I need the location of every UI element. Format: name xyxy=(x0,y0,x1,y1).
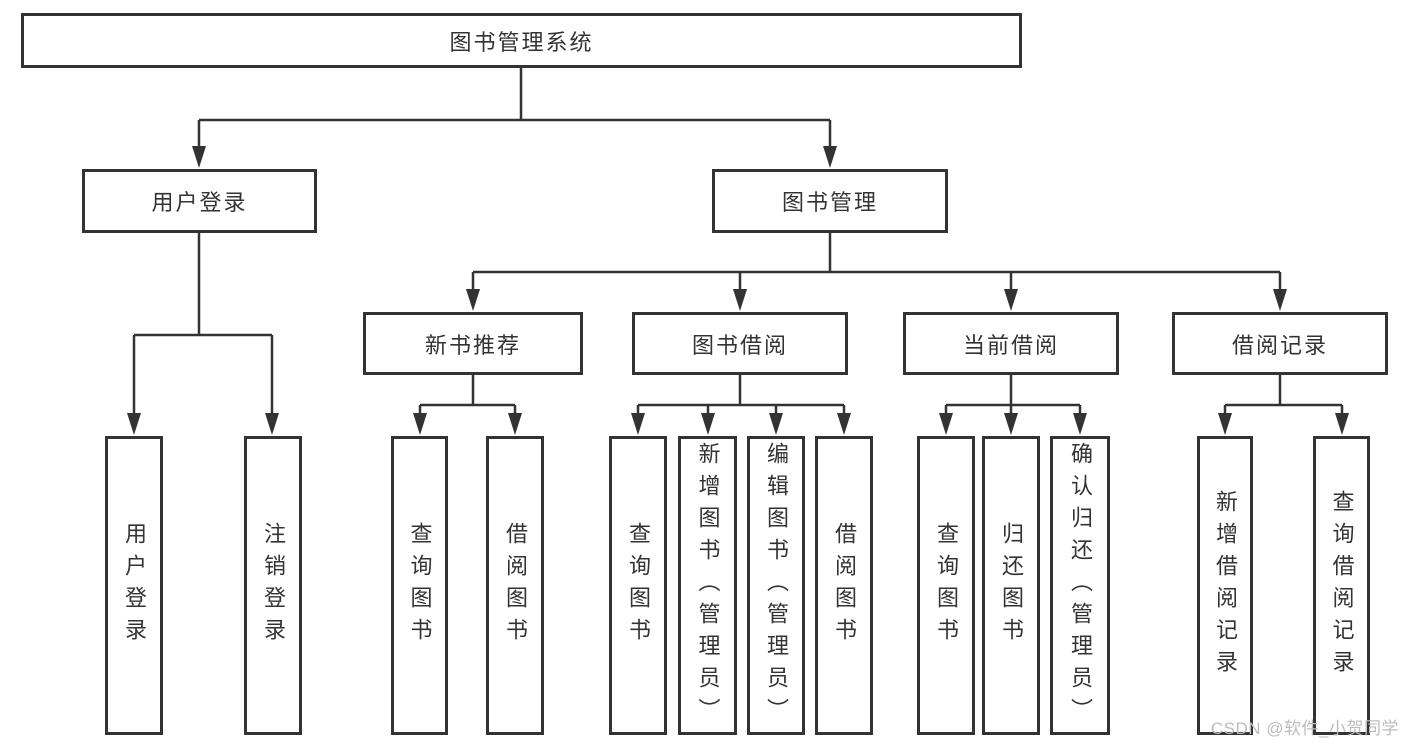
leaf-logout-label: 注销登录 xyxy=(261,521,286,650)
leaf-return-books-label: 归还图书 xyxy=(999,521,1024,650)
leaf-user-login: 用户登录 xyxy=(105,436,163,735)
leaf-confirm-return-admin-label: 确认归还（管理员） xyxy=(1068,441,1093,730)
leaf-query-borrow-record-label: 查询借阅记录 xyxy=(1329,489,1355,682)
leaf-add-borrow-record-label: 新增借阅记录 xyxy=(1213,489,1238,682)
node-book-management: 图书管理 xyxy=(712,169,948,233)
leaf-return-books: 归还图书 xyxy=(982,436,1040,735)
node-book-borrowing-label: 图书借阅 xyxy=(691,332,788,358)
leaf-query-books-current: 查询图书 xyxy=(917,436,975,735)
leaf-user-login-label: 用户登录 xyxy=(122,521,147,650)
leaf-query-books-borrowing: 查询图书 xyxy=(609,436,667,735)
node-new-book-recommendation-label: 新书推荐 xyxy=(424,332,521,358)
node-user-login-label: 用户登录 xyxy=(151,190,248,215)
leaf-borrow-books-label: 借阅图书 xyxy=(832,521,857,650)
node-current-borrowing-label: 当前借阅 xyxy=(962,332,1059,358)
leaf-confirm-return-admin: 确认归还（管理员） xyxy=(1050,436,1110,735)
leaf-query-books-recommend-label: 查询图书 xyxy=(407,521,433,650)
leaf-borrow-books-recommend-label: 借阅图书 xyxy=(503,521,528,650)
leaf-add-books-admin: 新增图书（管理员） xyxy=(678,436,737,735)
leaf-query-books-recommend: 查询图书 xyxy=(391,436,448,735)
leaf-logout: 注销登录 xyxy=(244,436,302,735)
leaf-add-books-admin-label: 新增图书（管理员） xyxy=(695,441,721,730)
node-root-label: 图书管理系统 xyxy=(449,29,594,55)
node-book-borrowing: 图书借阅 xyxy=(632,312,848,375)
node-borrowing-records-label: 借阅记录 xyxy=(1231,332,1328,358)
node-root-system: 图书管理系统 xyxy=(21,13,1022,68)
leaf-borrow-books-recommend: 借阅图书 xyxy=(486,436,544,735)
node-borrowing-records: 借阅记录 xyxy=(1172,312,1388,375)
csdn-watermark: CSDN @软件_小贺同学 xyxy=(1210,719,1399,738)
leaf-query-books-current-label: 查询图书 xyxy=(934,521,959,650)
leaf-add-borrow-record: 新增借阅记录 xyxy=(1197,436,1253,735)
node-new-book-recommendation: 新书推荐 xyxy=(363,312,583,375)
node-current-borrowing: 当前借阅 xyxy=(903,312,1119,375)
leaf-query-books-borrowing-label: 查询图书 xyxy=(626,521,651,650)
arrowheads xyxy=(127,146,1349,435)
node-user-login: 用户登录 xyxy=(82,169,317,233)
leaf-borrow-books: 借阅图书 xyxy=(815,436,873,735)
leaf-query-borrow-record: 查询借阅记录 xyxy=(1313,436,1370,735)
leaf-edit-books-admin-label: 编辑图书（管理员） xyxy=(764,441,789,730)
node-book-management-label: 图书管理 xyxy=(781,190,878,215)
leaf-edit-books-admin: 编辑图书（管理员） xyxy=(747,436,805,735)
